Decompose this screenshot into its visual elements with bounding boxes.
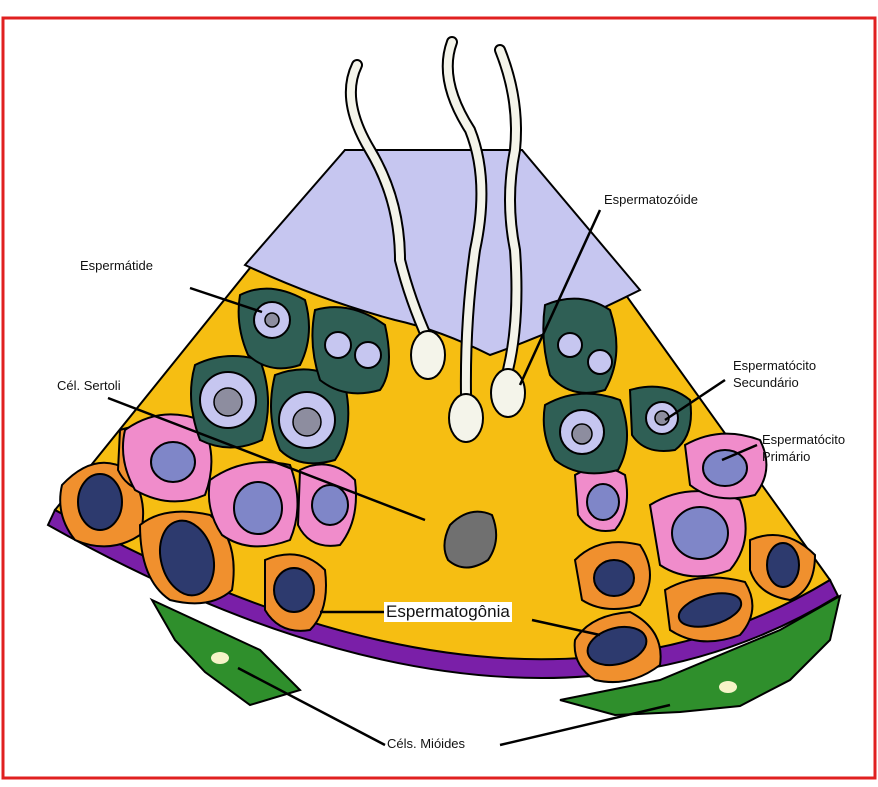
label-espermatocito-secundario-1: Espermatócito bbox=[733, 358, 816, 373]
label-espermatozoide: Espermatozóide bbox=[604, 192, 698, 207]
label-espermatocito-secundario-2: Secundário bbox=[733, 375, 799, 390]
label-espermatocito-primario-2: Primário bbox=[762, 449, 810, 464]
label-espermatogonia: Espermatogônia bbox=[384, 602, 512, 622]
myoid-nucleus-left bbox=[211, 652, 229, 664]
label-sertoli: Cél. Sertoli bbox=[57, 378, 121, 393]
leader-mioides-2 bbox=[500, 705, 670, 745]
label-mioides: Céls. Mióides bbox=[387, 736, 465, 751]
label-espermatocito-primario-1: Espermatócito bbox=[762, 432, 845, 447]
leader-mioides-1 bbox=[238, 668, 385, 745]
label-espermatide: Espermátide bbox=[80, 258, 153, 273]
myoid-nucleus-right bbox=[719, 681, 737, 693]
